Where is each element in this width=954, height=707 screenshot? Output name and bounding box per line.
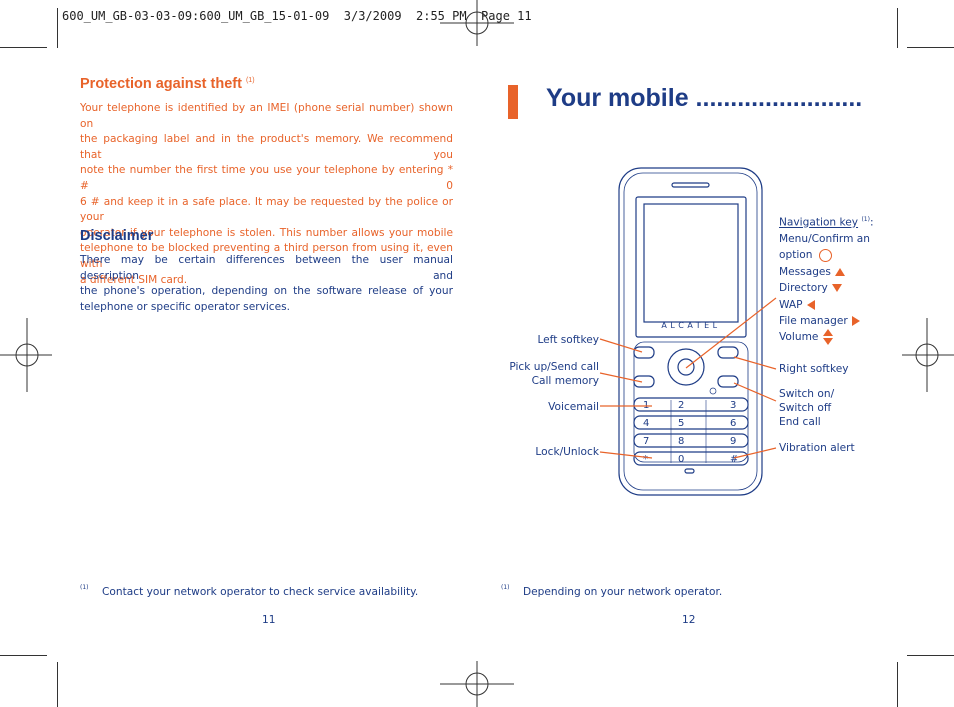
theft-line: a different SIM card. xyxy=(80,273,188,286)
crop-mark xyxy=(897,8,898,48)
file-manager-text: File manager xyxy=(779,314,848,327)
phone-illustration: ALCATEL 1 2 3 4 5 6 7 8 9 * 0 # xyxy=(618,167,763,496)
label-call-memory: Call memory xyxy=(531,375,599,387)
label-left-softkey: Left softkey xyxy=(537,334,599,346)
keypad-key: 0 xyxy=(678,454,684,465)
right-footnote-mark: (1) xyxy=(501,584,510,591)
keypad-key: 6 xyxy=(730,418,736,429)
keypad-key: 9 xyxy=(730,436,736,447)
label-switch-on: Switch on/ xyxy=(779,388,835,400)
label-navigation-group: Navigation key (1): Menu/Confirm an opti… xyxy=(779,212,874,346)
directory-text: Directory xyxy=(779,282,828,295)
keypad-key: * xyxy=(643,454,648,465)
label-pickup-send: Pick up/Send call Call memory xyxy=(490,360,599,388)
keypad-key: 5 xyxy=(678,418,684,429)
label-vibration-alert: Vibration alert xyxy=(779,442,855,454)
label-messages: Messages xyxy=(779,264,874,280)
arrow-left-icon xyxy=(806,299,815,310)
right-footnote: (1) Depending on your network operator. xyxy=(501,584,723,598)
disclaimer-line: the phone's operation, depending on the … xyxy=(80,285,453,298)
keypad-key: 3 xyxy=(730,400,736,411)
keypad-key: # xyxy=(730,454,738,465)
theft-line: 6 # and keep it in a safe place. It may … xyxy=(80,195,453,224)
volume-arrows-icon xyxy=(823,329,834,346)
crop-mark xyxy=(907,47,954,48)
label-voicemail: Voicemail xyxy=(548,401,599,413)
keypad-key: 7 xyxy=(643,436,649,447)
label-directory: Directory xyxy=(779,280,874,296)
label-end-call: End call xyxy=(779,416,821,428)
wap-text: WAP xyxy=(779,298,803,311)
theft-heading: Protection against theft (1) xyxy=(80,76,255,92)
arrow-up-icon xyxy=(834,267,845,276)
theft-line: the packaging label and in the product's… xyxy=(80,133,453,161)
label-pickup-line: Pick up/Send call xyxy=(509,361,599,373)
left-footnote-mark: (1) xyxy=(80,584,89,591)
phone-brand-text: ALCATEL xyxy=(661,321,720,330)
disclaimer-line: There may be certain differences between… xyxy=(80,254,453,282)
theft-line: note the number the first time you use y… xyxy=(80,164,453,192)
label-option: option xyxy=(779,247,874,263)
option-text: option xyxy=(779,249,813,262)
label-switch-off: Switch off xyxy=(779,402,832,414)
theft-line: telephone to be blocked preventing a thi… xyxy=(80,242,453,270)
left-footnote: (1) Contact your network operator to che… xyxy=(80,584,419,598)
right-footnote-text: Depending on your network operator. xyxy=(523,586,723,598)
label-file-manager: File manager xyxy=(779,313,874,329)
page-number-right: 12 xyxy=(682,614,696,626)
label-volume: Volume xyxy=(779,329,874,346)
nav-key-mark: (1) xyxy=(861,216,870,223)
disclaimer-paragraph: There may be certain differences between… xyxy=(80,253,453,315)
arrow-right-icon xyxy=(851,315,860,326)
title-accent-bar xyxy=(508,85,518,119)
nav-key-colon: : xyxy=(869,216,874,229)
label-right-softkey: Right softkey xyxy=(779,363,849,375)
messages-text: Messages xyxy=(779,265,831,278)
nav-center-icon xyxy=(818,248,832,262)
keypad-key: 2 xyxy=(678,400,684,411)
crop-mark xyxy=(57,8,58,48)
theft-note-mark: (1) xyxy=(245,77,255,85)
page-number-left: 11 xyxy=(262,614,276,626)
keypad-key: 4 xyxy=(643,418,649,429)
arrow-down-icon xyxy=(831,284,842,293)
crop-mark xyxy=(0,655,47,656)
label-menu-confirm: Menu/Confirm an xyxy=(779,232,870,245)
nav-key-text: Navigation key xyxy=(779,216,859,229)
theft-line: operator if your telephone is stolen. Th… xyxy=(80,226,453,239)
theft-paragraph: Your telephone is identified by an IMEI … xyxy=(80,101,453,288)
keypad-key: 8 xyxy=(678,436,684,447)
crop-mark xyxy=(907,655,954,656)
theft-heading-text: Protection against theft xyxy=(80,76,242,92)
label-lock-unlock: Lock/Unlock xyxy=(535,446,599,458)
disclaimer-heading: Disclaimer xyxy=(80,228,154,244)
crop-mark xyxy=(57,662,58,707)
theft-line: Your telephone is identified by an IMEI … xyxy=(80,102,453,130)
disclaimer-line: telephone or specific operator services. xyxy=(80,300,291,313)
crop-mark xyxy=(897,662,898,707)
page-title: Your mobile ........................ xyxy=(546,84,863,112)
volume-text: Volume xyxy=(779,331,819,344)
label-wap: WAP xyxy=(779,297,874,313)
label-switch-group: Switch on/ Switch off End call xyxy=(779,387,834,429)
label-navigation-key: Navigation key (1): xyxy=(779,212,874,231)
print-slug: 600_UM_GB-03-03-09:600_UM_GB_15-01-09 3/… xyxy=(62,9,532,23)
crop-mark xyxy=(0,47,47,48)
left-footnote-text: Contact your network operator to check s… xyxy=(102,586,419,598)
